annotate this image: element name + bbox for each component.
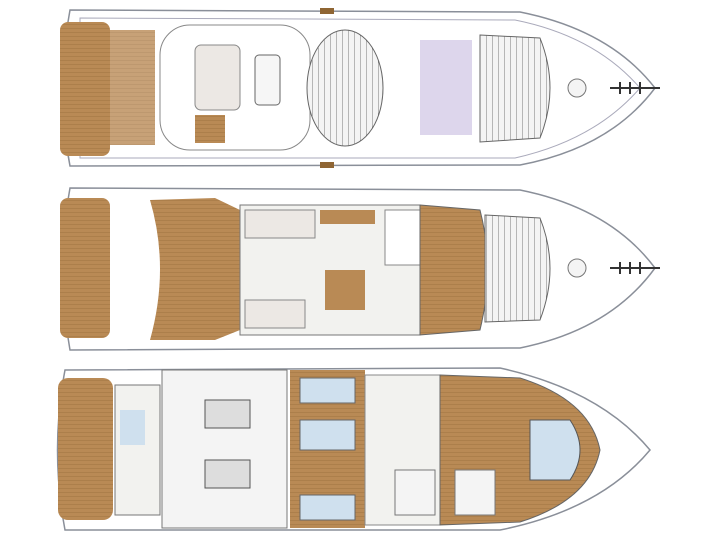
helm-station-teak <box>419 204 488 336</box>
swim-platform-teak <box>58 378 113 520</box>
engine <box>204 459 251 489</box>
vip-berth <box>529 419 581 481</box>
sunpad <box>420 40 472 135</box>
anchor-windlass <box>610 82 660 94</box>
berth <box>299 419 356 451</box>
aft-teak-deck <box>60 198 110 338</box>
flybridge-deck <box>60 8 660 168</box>
bow-grate <box>484 214 551 323</box>
crew-cabin <box>114 384 161 516</box>
helm-console <box>254 54 281 106</box>
berth <box>299 494 356 521</box>
engine-room <box>161 369 288 529</box>
main-deck <box>60 187 660 351</box>
lower-deck <box>56 367 651 531</box>
aft-teak-deck <box>60 22 110 156</box>
staircase <box>384 209 421 266</box>
anchor-windlass <box>610 262 660 274</box>
engine <box>204 399 251 429</box>
berth <box>299 377 356 404</box>
sunpad-grate <box>306 29 384 147</box>
bow-grate <box>479 34 551 143</box>
